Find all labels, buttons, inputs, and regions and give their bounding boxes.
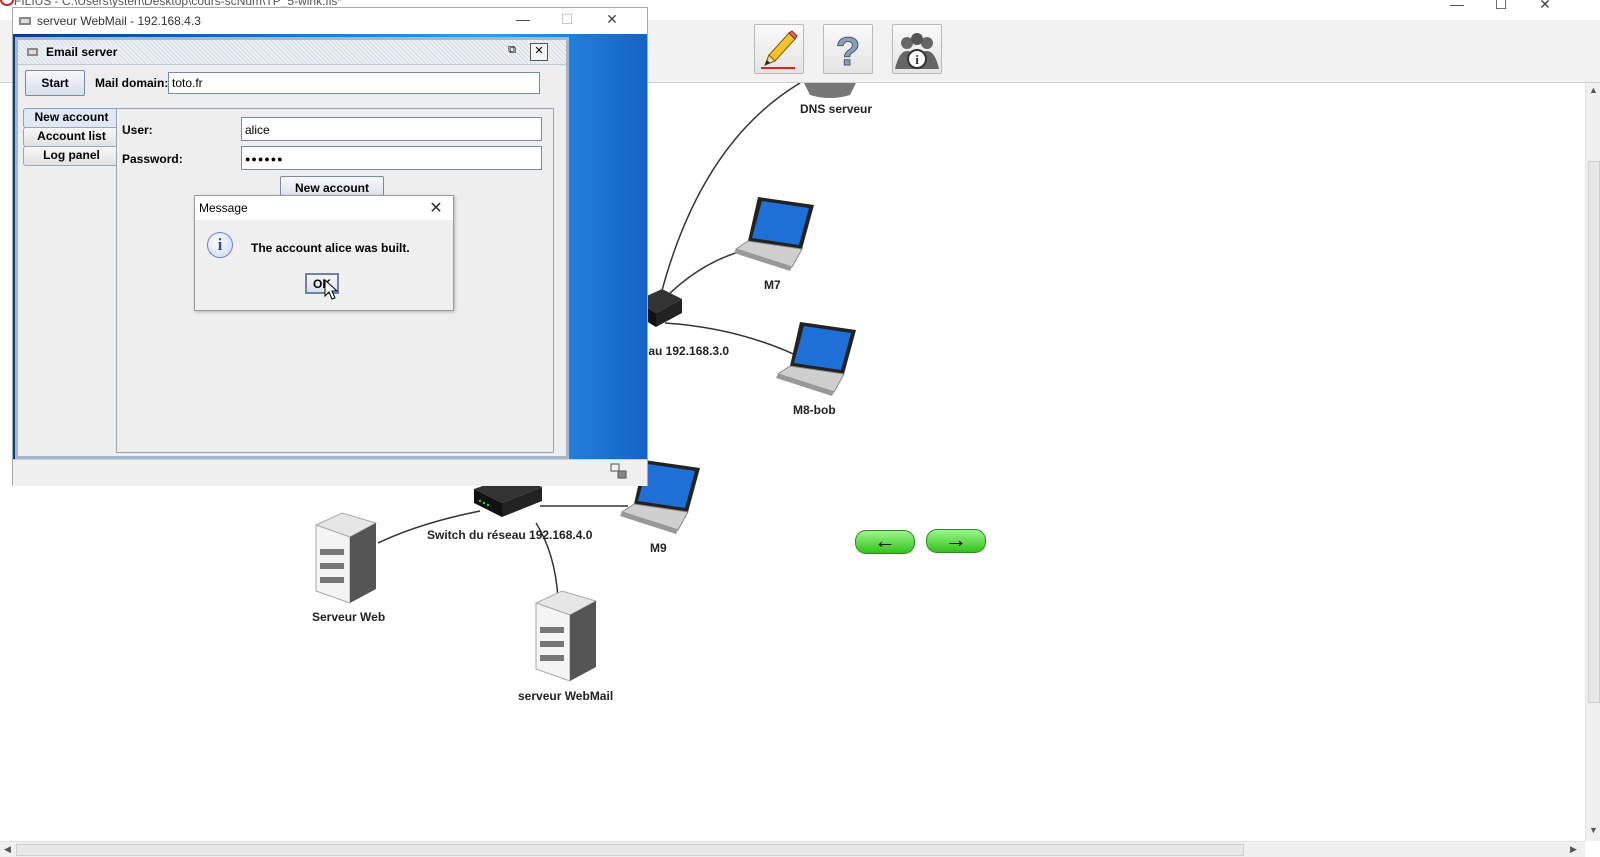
- message-text: The account alice was built.: [251, 241, 410, 255]
- node-label-m9: M9: [650, 541, 667, 555]
- detach-icon[interactable]: ⧉: [508, 44, 516, 56]
- filius-logo-icon: [0, 0, 14, 6]
- help-button[interactable]: ?: [823, 24, 873, 75]
- email-server-title: Email server: [44, 45, 120, 59]
- password-input[interactable]: ●●●●●●: [241, 146, 542, 170]
- vertical-scrollbar[interactable]: ▲ ▼: [1585, 83, 1600, 841]
- laptop-icon[interactable]: [616, 456, 702, 536]
- node-label-webmail: serveur WebMail: [518, 689, 614, 703]
- pencil-icon: [761, 30, 798, 69]
- mouse-cursor-icon: [324, 279, 339, 300]
- message-dialog: Message ✕ i The account alice was built.…: [194, 195, 454, 311]
- message-titlebar: Message ✕: [195, 196, 453, 220]
- user-label: User:: [122, 123, 153, 137]
- webmail-window-title: serveur WebMail - 192.168.4.3: [37, 14, 201, 28]
- design-mode-button[interactable]: [754, 24, 804, 74]
- close-icon[interactable]: ✕: [429, 200, 443, 217]
- close-frame-icon[interactable]: ✕: [530, 43, 548, 61]
- question-icon: ?: [835, 30, 860, 75]
- close-icon[interactable]: ✕: [606, 11, 618, 27]
- tab-log-panel[interactable]: Log panel: [23, 146, 119, 166]
- user-input[interactable]: alice: [241, 117, 542, 141]
- frame-app-icon: [27, 48, 38, 56]
- people-info-icon: i: [895, 33, 939, 69]
- scroll-left-icon[interactable]: ◀: [4, 844, 11, 854]
- scroll-down-icon[interactable]: ▼: [1589, 825, 1598, 835]
- side-tabs: New account Account list Log panel: [23, 108, 119, 448]
- password-label: Password:: [122, 152, 183, 166]
- message-title: Message: [199, 201, 248, 215]
- node-label-web: Serveur Web: [312, 610, 386, 624]
- email-server-frame: Email server ⧉ ✕ Start Mail domain: toto…: [15, 37, 569, 459]
- node-label-dns: DNS serveur: [800, 102, 873, 116]
- network-links: [377, 83, 803, 599]
- maximize-icon: ☐: [560, 11, 574, 27]
- info-icon: i: [207, 232, 233, 258]
- server-icon[interactable]: [312, 511, 382, 607]
- close-icon[interactable]: ✕: [1539, 0, 1551, 12]
- email-server-titlebar: Email server ⧉ ✕: [18, 40, 566, 65]
- resize-grip-icon[interactable]: [609, 462, 629, 482]
- webmail-statusbar: [13, 459, 647, 486]
- scroll-right-icon[interactable]: ▶: [1570, 844, 1577, 854]
- start-button[interactable]: Start: [25, 70, 85, 96]
- node-label-m7: M7: [764, 278, 781, 292]
- node-label-switch3: seau 192.168.3.0: [635, 344, 730, 358]
- node-label-m8: M8-bob: [793, 403, 836, 417]
- java-app-icon: [19, 17, 31, 25]
- horizontal-scroll-thumb[interactable]: [16, 844, 1244, 856]
- server-icon[interactable]: [532, 589, 602, 685]
- tab-new-account[interactable]: New account: [23, 108, 119, 128]
- laptop-icon[interactable]: [772, 318, 858, 398]
- app-title: FILIUS - C:\Users\ysten\Desktop\cours-sc…: [14, 0, 343, 8]
- maximize-icon[interactable]: ☐: [1494, 0, 1508, 12]
- dns-server-icon[interactable]: [800, 83, 860, 99]
- laptop-icon[interactable]: [730, 193, 816, 273]
- svg-text:?: ?: [836, 30, 860, 73]
- node-label-switch4: Switch du réseau 192.168.4.0: [427, 528, 593, 542]
- prev-arrow-button[interactable]: ←: [855, 530, 915, 554]
- minimize-icon[interactable]: —: [1450, 0, 1464, 12]
- next-arrow-button[interactable]: →: [926, 529, 986, 553]
- scroll-up-icon[interactable]: ▲: [1589, 85, 1598, 95]
- tab-account-list[interactable]: Account list: [23, 127, 119, 147]
- vertical-scroll-thumb[interactable]: [1588, 161, 1600, 703]
- minimize-icon[interactable]: —: [516, 11, 530, 27]
- info-button[interactable]: i: [892, 24, 942, 74]
- svg-text:i: i: [915, 52, 919, 67]
- horizontal-scrollbar[interactable]: ◀ ▶: [0, 841, 1585, 857]
- mail-domain-input[interactable]: toto.fr: [168, 72, 540, 94]
- mail-domain-label: Mail domain:: [95, 76, 169, 90]
- webmail-titlebar: serveur WebMail - 192.168.4.3 — ☐ ✕: [13, 8, 647, 34]
